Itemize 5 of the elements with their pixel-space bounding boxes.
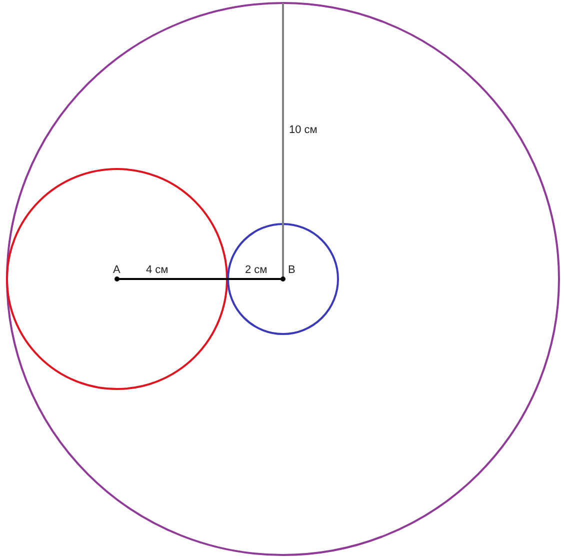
dimension-label: 10 см xyxy=(289,124,318,136)
point-label: A xyxy=(113,264,120,276)
point-label: B xyxy=(288,264,296,276)
dimension-label: 4 см xyxy=(146,264,168,276)
dimension-label: 2 см xyxy=(245,264,268,276)
